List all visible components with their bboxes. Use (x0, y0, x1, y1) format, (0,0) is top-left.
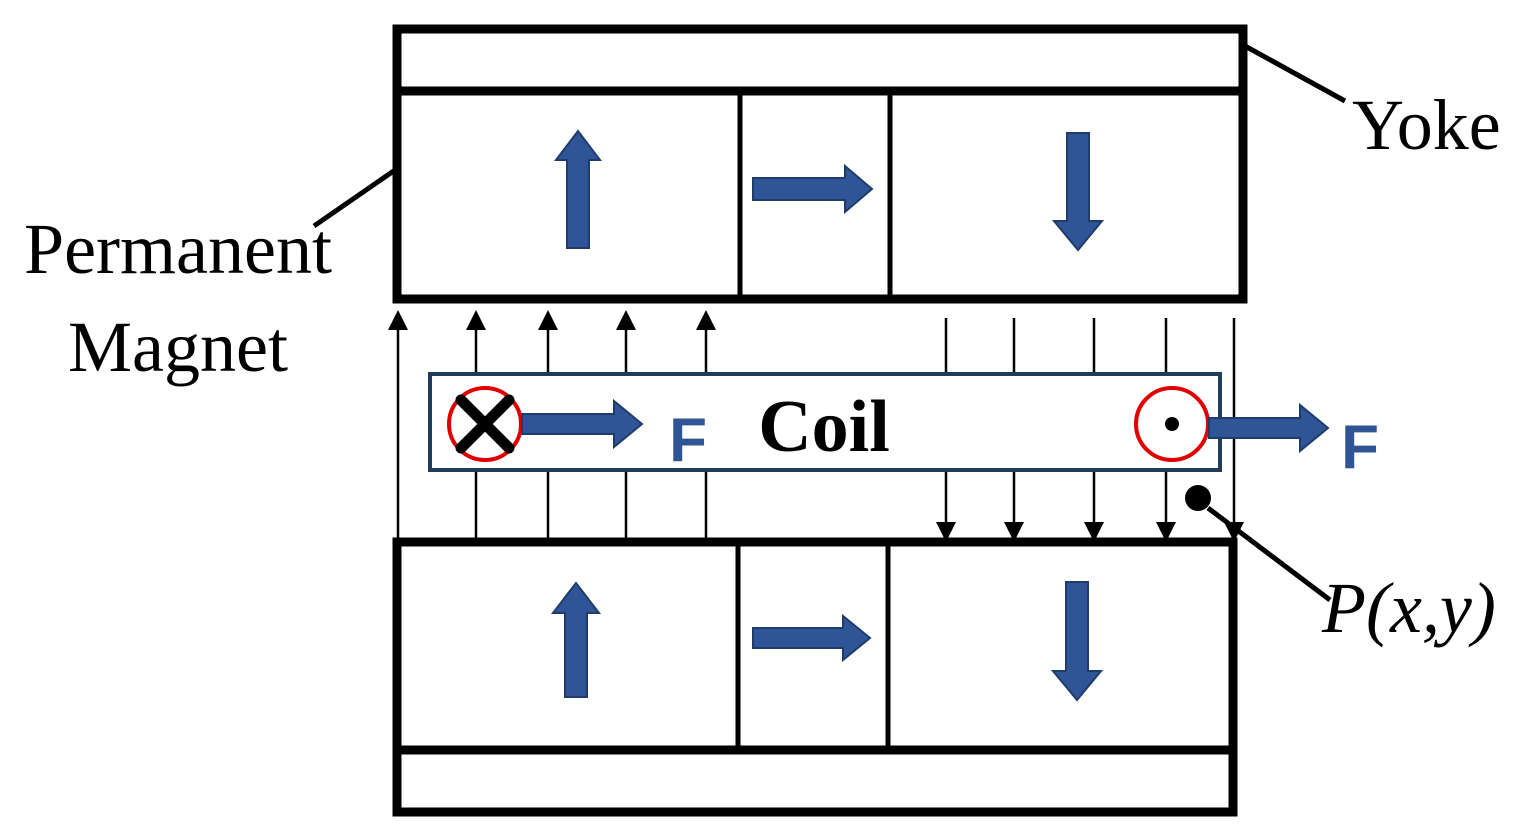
force-label-right: F (1341, 413, 1379, 482)
yoke-leader-line (1243, 43, 1347, 104)
bottom-magnet-segment-1 (550, 581, 602, 698)
bottom-yoke (392, 745, 1238, 817)
permanent-magnet-label-line2: Magnet (68, 307, 288, 387)
magnetization-down-arrow (1050, 581, 1104, 702)
point-leader-line (1206, 506, 1332, 602)
cross-into-page-icon (447, 386, 523, 462)
magnetization-right-arrow (752, 163, 874, 215)
bottom-assembly (392, 537, 1238, 817)
top-magnet-segment-2 (752, 163, 874, 215)
dot-out-of-page-icon (1134, 386, 1210, 462)
top-magnet-segment-3 (1051, 132, 1105, 252)
coil-label: Coil (758, 386, 890, 468)
bottom-magnet-segment-2 (752, 613, 872, 663)
force-arrow-right (1208, 402, 1330, 454)
yoke-label: Yoke (1352, 85, 1501, 165)
bottom-magnet-segment-3 (1050, 581, 1104, 702)
force-label-left: F (669, 406, 707, 475)
magnetization-up-arrow (550, 581, 602, 698)
top-magnet-segment-1 (553, 129, 603, 249)
point-label: P(x,y) (1321, 568, 1496, 648)
top-yoke (392, 24, 1248, 96)
magnetization-right-arrow (752, 613, 872, 663)
magnetization-down-arrow (1051, 132, 1105, 252)
force-arrow-left (521, 398, 644, 450)
permanent-magnet-label-line1: Permanent (24, 209, 332, 289)
observation-point-marker (1185, 485, 1211, 511)
magnetization-up-arrow (553, 129, 603, 249)
coil: F Coil (428, 372, 1222, 475)
top-magnet-array (392, 86, 1248, 304)
permanent-magnet-leader-line (312, 167, 397, 229)
top-assembly (392, 24, 1248, 304)
